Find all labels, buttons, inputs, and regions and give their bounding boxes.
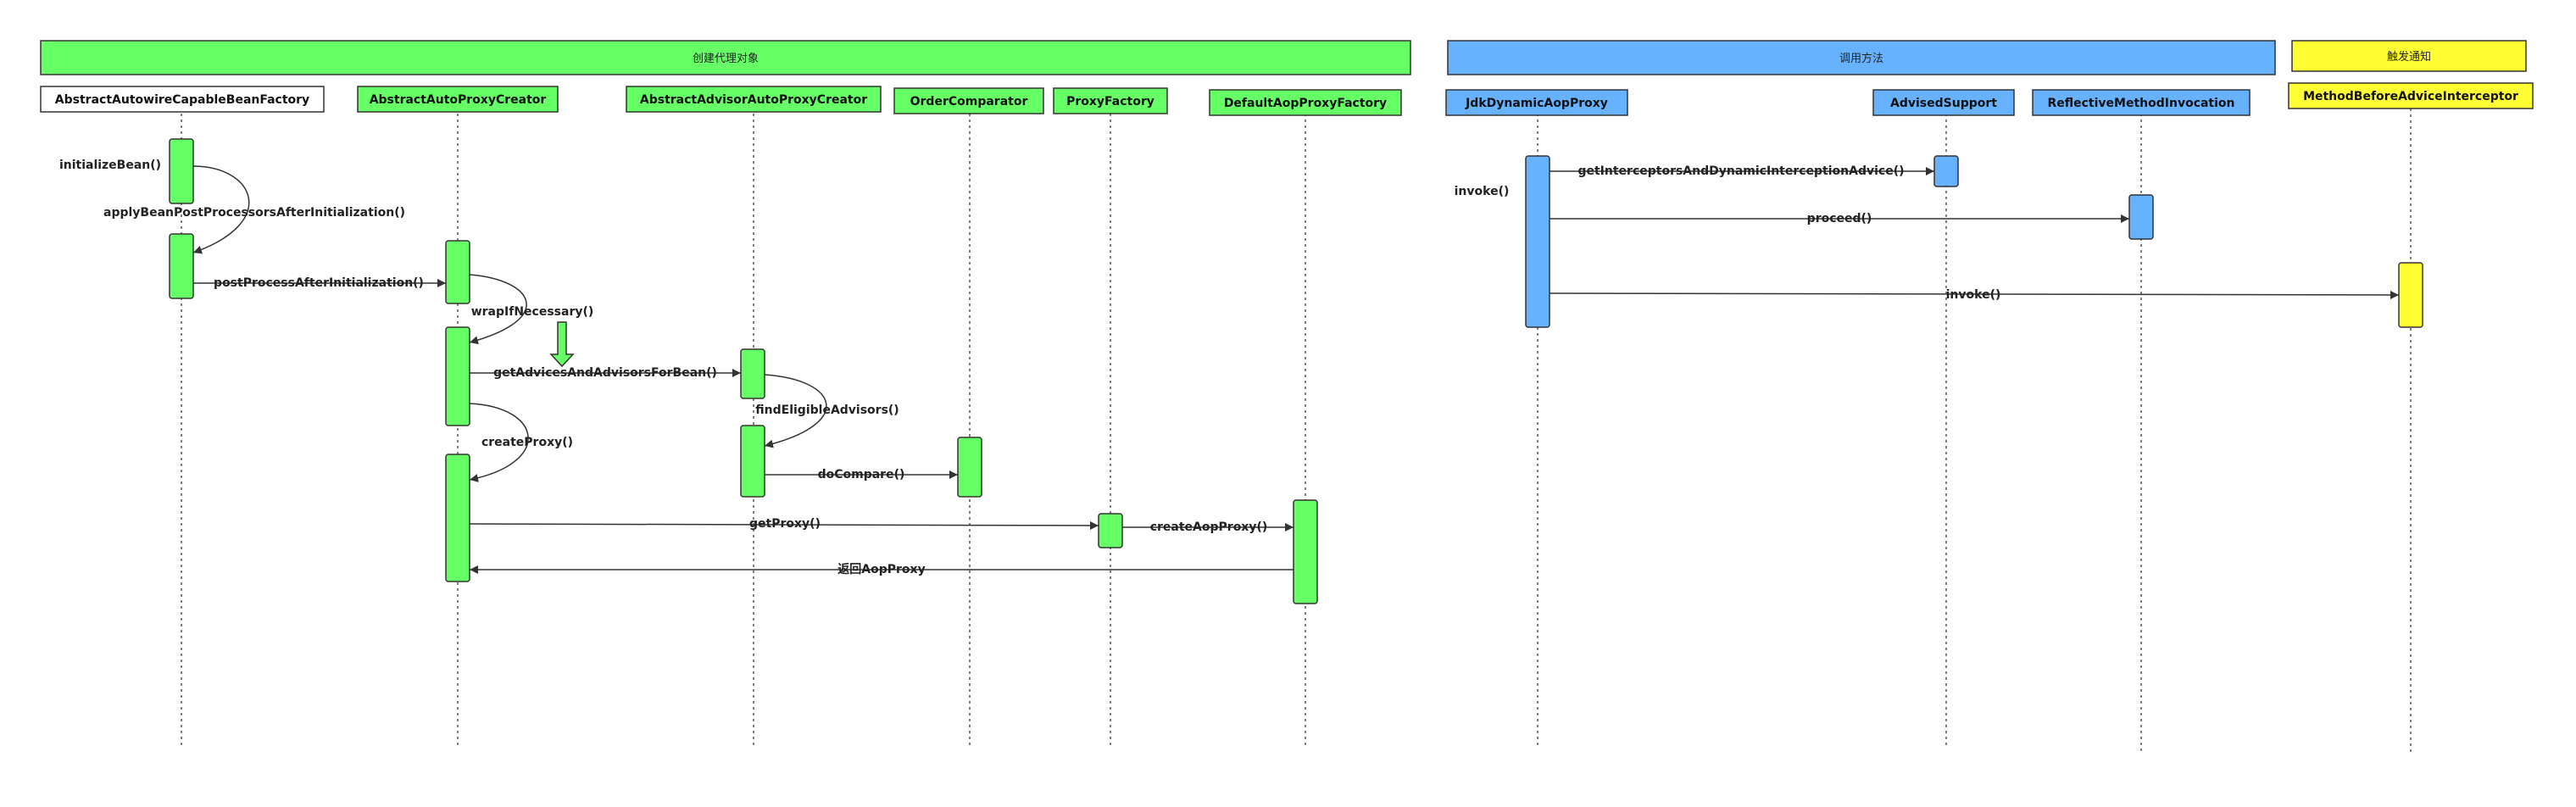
group-create-proxy: 创建代理对象: [40, 40, 1411, 75]
label-applyBPP: applyBeanPostProcessorsAfterInitializati…: [103, 206, 405, 220]
participant-label: MethodBeforeAdviceInterceptor: [2303, 90, 2518, 103]
label-doCompare: doCompare(): [818, 468, 905, 481]
label-createProxy: createProxy(): [481, 436, 573, 449]
group-label-trigger-notify: 触发通知: [2387, 50, 2431, 64]
group-label-invoke-method: 调用方法: [1839, 52, 1883, 65]
activation-p3-a: [740, 348, 765, 399]
participant-label: OrderComparator: [910, 95, 1028, 109]
participant-p5: ProxyFactory: [1053, 87, 1168, 114]
participant-p10: MethodBeforeAdviceInterceptor: [2288, 82, 2534, 109]
activation-p9: [2128, 194, 2154, 240]
arrow-applyBPP: [192, 165, 250, 254]
activation-p5: [1098, 513, 1123, 548]
arrow-createProxy: [469, 403, 529, 482]
activation-p6: [1293, 499, 1318, 604]
label-invokeEntry: invoke(): [1455, 185, 1510, 198]
participant-p4: OrderComparator: [893, 87, 1044, 114]
participant-p2: AbstractAutoProxyCreator: [357, 86, 559, 113]
participant-label: ReflectiveMethodInvocation: [2047, 97, 2234, 110]
participant-label: AbstractAutoProxyCreator: [370, 93, 547, 107]
participant-label: AbstractAutowireCapableBeanFactory: [55, 93, 309, 107]
activation-p2-a: [445, 240, 470, 304]
message-arrows: [192, 165, 2400, 574]
participant-p7: JdkDynamicAopProxy: [1445, 89, 1628, 116]
participant-p3: AbstractAdvisorAutoProxyCreator: [626, 86, 882, 113]
activation-p1-b: [169, 233, 194, 299]
activation-p1-a: [169, 138, 194, 204]
label-wrapIfNecessary: wrapIfNecessary(): [471, 305, 594, 319]
participant-p1: AbstractAutowireCapableBeanFactory: [40, 86, 325, 113]
down-arrow-icon: [549, 321, 575, 368]
label-getProxy: getProxy(): [749, 517, 821, 531]
arrow-wrapIfNecessary: [469, 274, 527, 345]
label-proceed: proceed(): [1807, 212, 1872, 225]
participant-label: AdvisedSupport: [1890, 97, 1997, 110]
label-initializeBean: initializeBean(): [59, 159, 161, 172]
activation-p8: [1933, 155, 1959, 187]
arrow-getProxy: [469, 520, 1099, 530]
participant-p8: AdvisedSupport: [1872, 89, 2015, 116]
label-returnAopProxy: 返回AopProxy: [837, 562, 925, 576]
label-createAopProxy: createAopProxy(): [1150, 520, 1268, 534]
label-findEligible: findEligibleAdvisors(): [755, 404, 899, 417]
activation-p4: [957, 437, 982, 498]
participant-p9: ReflectiveMethodInvocation: [2032, 89, 2251, 116]
label-postProcess: postProcessAfterInitialization(): [214, 276, 424, 290]
activation-p7: [1525, 155, 1550, 328]
group-label-create-proxy: 创建代理对象: [693, 53, 759, 65]
activation-p2-b: [445, 326, 470, 426]
label-invokeAdvice: invoke(): [1946, 288, 2001, 302]
activation-p3-b: [740, 425, 765, 498]
participant-label: AbstractAdvisorAutoProxyCreator: [640, 93, 867, 107]
lifelines: [181, 109, 2412, 754]
label-getInterceptors: getInterceptorsAndDynamicInterceptionAdv…: [1577, 164, 1904, 178]
participant-p6: DefaultAopProxyFactory: [1209, 89, 1402, 116]
activation-p10: [2398, 262, 2423, 328]
activation-p2-c: [445, 454, 470, 582]
arrow-invokeAdvice: [1549, 290, 2400, 299]
group-trigger-notify: 触发通知: [2291, 40, 2527, 72]
message-labels: initializeBean() applyBeanPostProcessors…: [59, 159, 2000, 576]
participant-label: DefaultAopProxyFactory: [1224, 97, 1387, 110]
activations: [169, 138, 2423, 604]
label-getAdvices: getAdvicesAndAdvisorsForBean(): [493, 366, 717, 380]
group-invoke-method: 调用方法: [1447, 40, 2276, 75]
participant-label: ProxyFactory: [1066, 95, 1154, 109]
participant-label: JdkDynamicAopProxy: [1465, 97, 1608, 110]
arrow-findEligible: [764, 374, 827, 448]
